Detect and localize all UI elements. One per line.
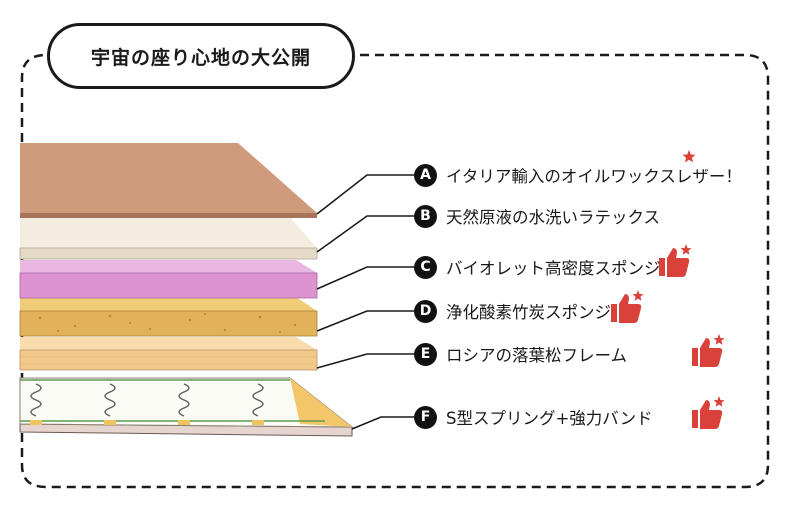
- badge-d: D: [414, 299, 437, 323]
- leader-e: [316, 353, 414, 369]
- thumbs-up-icon: [692, 334, 725, 367]
- layer-e-frame: [19, 337, 318, 371]
- leader-b: [316, 215, 414, 253]
- badge-f: F: [414, 405, 437, 429]
- layer-c-sponge: [19, 260, 318, 299]
- label-d-text: 浄化酸素竹炭スポンジ: [446, 303, 611, 322]
- label-f: F S型スプリング+強力バンド: [414, 405, 653, 429]
- leader-a: [316, 174, 414, 215]
- label-c: C バイオレット高密度スポンジ: [414, 255, 661, 279]
- leader-c: [316, 266, 414, 290]
- label-f-text: S型スプリング+強力バンド: [446, 409, 653, 428]
- thumbs-up-icon: [611, 290, 644, 323]
- layer-f-springs: [19, 377, 354, 437]
- page-title: 宇宙の座り心地の大公開: [47, 23, 355, 89]
- label-e: E ロシアの落葉松フレーム: [414, 342, 627, 366]
- leader-d: [316, 310, 414, 332]
- label-a-text: イタリア輸入のオイルワックスレザー！: [446, 167, 742, 186]
- label-c-text: バイオレット高密度スポンジ: [446, 259, 661, 278]
- label-e-text: ロシアの落葉松フレーム: [446, 346, 628, 365]
- dashed-frame: [20, 53, 770, 489]
- leader-lines: [316, 174, 414, 430]
- layer-a-leather: [20, 143, 317, 218]
- badge-b: B: [414, 204, 437, 228]
- thumbs-up-icon: [659, 244, 692, 277]
- badge-e: E: [414, 342, 437, 366]
- badge-c: C: [414, 255, 437, 279]
- star-icon: [682, 150, 696, 163]
- badge-a: A: [414, 163, 437, 187]
- thumbs-up-icon: [692, 396, 725, 429]
- leader-f: [351, 416, 414, 430]
- label-a: A イタリア輸入のオイルワックスレザー！: [414, 163, 742, 187]
- label-b: B 天然原液の水洗いラテックス: [414, 204, 660, 228]
- label-d: D 浄化酸素竹炭スポンジ: [414, 299, 611, 323]
- layer-d-sponge: [19, 295, 318, 337]
- label-b-text: 天然原液の水洗いラテックス: [446, 208, 661, 227]
- layer-b-latex: [19, 217, 318, 260]
